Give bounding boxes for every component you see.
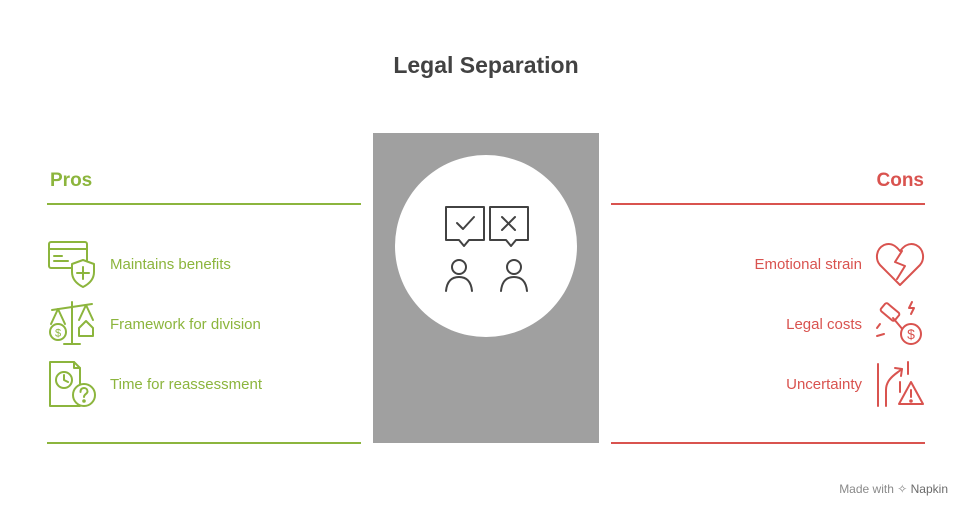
svg-text:$: $ (907, 326, 915, 342)
two-people-check-cross-icon (445, 206, 529, 292)
svg-text:$: $ (55, 328, 61, 340)
made-with-napkin-footer[interactable]: Made with ✧ Napkin (839, 482, 948, 496)
center-circle (395, 155, 577, 337)
pros-top-divider (47, 203, 361, 205)
cons-item-legal-costs: Legal costs (786, 316, 862, 333)
cons-top-divider (611, 203, 925, 205)
pros-item-maintains-benefits: Maintains benefits (110, 256, 231, 273)
cons-bottom-divider (611, 442, 925, 444)
napkin-brand: Napkin (910, 482, 948, 496)
clock-question-icon (46, 358, 98, 410)
made-with-text: Made with (839, 482, 894, 496)
pros-item-framework-for-division: Framework for division (110, 316, 261, 333)
cons-heading: Cons (876, 170, 925, 191)
center-panel (373, 133, 599, 443)
cons-item-uncertainty: Uncertainty (786, 376, 862, 393)
gavel-money-icon: $ (874, 298, 926, 350)
diverging-road-warning-icon (874, 358, 926, 410)
pros-bottom-divider (47, 442, 361, 444)
pros-item-time-for-reassessment: Time for reassessment (110, 376, 262, 393)
scale-money-house-icon: $ (46, 298, 98, 350)
napkin-logo-icon: ✧ (897, 482, 908, 496)
broken-heart-icon (874, 238, 926, 290)
pros-heading: Pros (50, 170, 93, 191)
card-shield-plus-icon (46, 238, 98, 290)
page-title: Legal Separation (393, 52, 579, 78)
cons-item-emotional-strain: Emotional strain (754, 256, 862, 273)
